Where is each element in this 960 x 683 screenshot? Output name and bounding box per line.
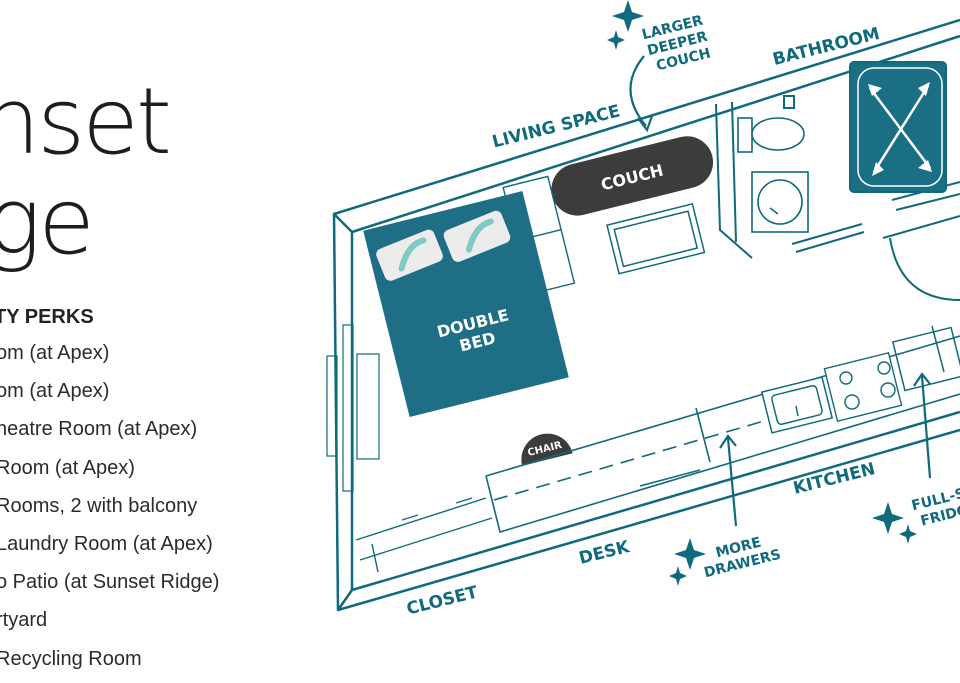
desk-label: DESK <box>577 537 632 569</box>
sparkle-icon <box>872 502 904 534</box>
toilet-icon <box>737 117 805 153</box>
perk-item: Laundry Room (at Apex) <box>0 532 213 555</box>
sparkle-icon <box>607 30 625 50</box>
pillow-icon <box>376 229 443 281</box>
kitchen-sink-icon <box>760 376 834 434</box>
perks-heading: TY PERKS <box>0 306 94 328</box>
stove-icon <box>823 351 903 423</box>
chair: CHAIR <box>521 433 573 466</box>
sparkle-icon <box>669 566 687 586</box>
bathroom-walls <box>715 95 960 301</box>
pillow-icon <box>443 210 511 262</box>
perk-item: heatre Room (at Apex) <box>0 418 198 441</box>
callout-more-drawers: MORE DRAWERS <box>669 434 782 586</box>
perk-item: Recycling Room <box>0 647 142 670</box>
coffee-table <box>606 202 706 275</box>
callout-larger-couch: LARGER DEEPER COUCH <box>607 0 712 133</box>
couch: COUCH <box>551 136 714 216</box>
bathroom-sink-icon <box>751 171 809 233</box>
perk-item: om (at Apex) <box>0 342 110 364</box>
fridge-icon <box>891 325 960 392</box>
sparkle-icon <box>899 524 917 544</box>
sparkle-icon <box>612 0 644 32</box>
shower-icon <box>849 61 947 193</box>
window <box>326 324 380 492</box>
perk-item: om (at Apex) <box>0 380 110 403</box>
outer-walls <box>332 18 960 612</box>
perk-item: o Patio (at Sunset Ridge) <box>0 571 220 594</box>
sparkle-icon <box>674 538 706 570</box>
closet <box>355 497 493 573</box>
property-title-line-2: ge <box>0 168 95 275</box>
perk-item: rtyard <box>0 609 48 632</box>
floorplan-diagram: COUCH DOUBLE BED CHAIR <box>326 0 960 619</box>
property-title-line-1: nset <box>0 68 172 175</box>
perk-item: Room (at Apex) <box>0 456 135 479</box>
double-bed: DOUBLE BED <box>363 191 569 417</box>
perk-item: Rooms, 2 with balcony <box>0 494 198 517</box>
perks-list: om (at Apex) om (at Apex) heatre Room (a… <box>0 339 219 683</box>
